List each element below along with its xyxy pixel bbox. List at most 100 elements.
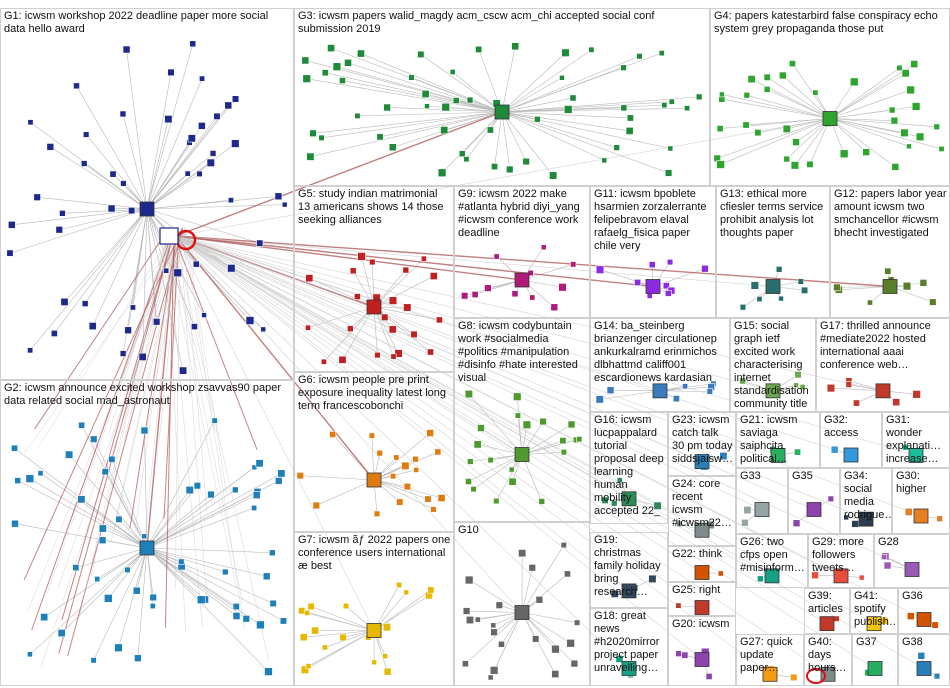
node-g3-0: [563, 105, 573, 114]
group-cell-g32: G32: access: [820, 412, 882, 468]
node-g2-47: [232, 612, 241, 620]
node-g4-18: [839, 149, 849, 159]
cross-edge-g1-g7: [175, 235, 375, 631]
edge-g5-22: [373, 306, 394, 357]
group-cell-g29: G29: more followers tweets…: [808, 534, 874, 588]
node-g2-42: [256, 620, 265, 630]
bundle-edge-g1-g2-26: [57, 229, 186, 589]
cross-edge-g1-g36: [175, 235, 925, 620]
edge-g4-17: [767, 77, 831, 119]
group-cell-g24: G24: core recent icwsm #icwsm22…: [668, 476, 736, 546]
group-label-g20: G20: icwsm: [672, 618, 730, 630]
edge-g12-2: [836, 286, 891, 288]
group-cell-g18: G18: great news #h2020mirror project pap…: [590, 608, 668, 686]
node-g6-7: [437, 494, 446, 502]
node-g6-5: [390, 473, 397, 480]
edge-g2-3: [93, 439, 148, 549]
node-g28-2: [883, 561, 892, 570]
bundle-edge-g1-g2-4: [23, 228, 183, 581]
node-g14-5: [706, 388, 713, 395]
edge-g3-20: [501, 55, 640, 113]
group-cell-g7: G7: icwsm ãƒ 2022 papers one conference …: [294, 532, 454, 686]
node-g2-14: [11, 444, 18, 452]
group-label-g16: G16: icwsm lucpappalard tutorial proposa…: [594, 414, 667, 517]
edge-g2-8: [146, 494, 212, 549]
node-g1-37: [7, 220, 16, 229]
hub-node-g6: [366, 472, 382, 488]
node-g5-18: [349, 267, 357, 275]
node-g3-14: [357, 49, 365, 58]
hub-node-g35: [806, 502, 822, 517]
group-label-g8: G8: icwsm codybuntain work #socialmedia …: [458, 320, 581, 384]
group-label-g37: G37: [856, 636, 877, 648]
node-g3-40: [440, 126, 449, 135]
node-g2-50: [98, 536, 107, 545]
node-g1-20: [124, 326, 132, 335]
group-cell-g17: G17: thrilled announce #mediate2022 host…: [816, 318, 950, 412]
bundle-edge-g1-g2-34: [79, 240, 167, 616]
edge-g3-47: [357, 111, 503, 117]
edge-g1-25: [146, 173, 200, 210]
group-label-g5: G5: study indian matrimonial 13 american…: [298, 188, 447, 226]
group-label-g30: G30: higher: [896, 470, 927, 495]
bundle-edge-g1-g2-11: [140, 229, 176, 578]
node-g30-0: [904, 508, 913, 516]
group-cell-g22: G22: think: [668, 546, 736, 582]
node-g2-20: [90, 657, 97, 664]
edge-g10-12: [521, 612, 571, 644]
group-cell-g19: G19: christmas family holiday bring rese…: [590, 532, 668, 608]
node-g3-8: [613, 144, 620, 151]
node-g5-20: [305, 324, 311, 331]
group-cell-g6: G6: icwsm people pre print exposure ineq…: [294, 372, 454, 532]
group-cell-g21: G21: icwsm saviaga saiphcita political…: [736, 412, 820, 468]
edge-g3-35: [501, 67, 624, 113]
edge-g3-6: [501, 101, 672, 113]
node-g20-1: [681, 651, 689, 659]
edge-g6-14: [300, 475, 375, 481]
node-g4-29: [716, 160, 725, 169]
node-g15-0: [739, 377, 747, 385]
edge-g4-11: [829, 118, 896, 168]
group-cell-g35: G35: [788, 468, 840, 534]
bundle-edge-g1-g2-32: [61, 245, 171, 620]
node-g7-14: [427, 586, 435, 594]
node-g7-7: [300, 665, 310, 674]
node-g13-7: [778, 295, 784, 302]
edge-g3-25: [380, 111, 503, 138]
node-g3-23: [569, 94, 577, 102]
hub-node-g18: [621, 661, 637, 676]
node-g3-22: [318, 134, 325, 141]
edge-g3-51: [501, 107, 688, 113]
node-g10-12: [566, 639, 575, 648]
cross-edge-g1-g26: [175, 235, 773, 577]
node-g15-3: [799, 384, 806, 390]
edge-g3-13: [501, 77, 563, 113]
node-g1-23: [199, 75, 206, 82]
node-g3-10: [588, 46, 595, 53]
hub-node-g30: [913, 508, 929, 524]
cross-edge-g1-g4: [175, 118, 831, 237]
node-g8-16: [513, 392, 522, 401]
node-g3-46: [441, 102, 450, 112]
node-g10-8: [535, 596, 544, 604]
node-g4-11: [891, 163, 900, 171]
cross-edge-g1-g11: [175, 235, 654, 288]
node-g3-49: [620, 104, 628, 112]
node-g6-12: [396, 498, 404, 506]
group-label-g33: G33: [740, 470, 761, 482]
edge-g2-29: [146, 547, 274, 604]
node-g10-5: [564, 570, 571, 578]
node-layer: [6, 40, 945, 684]
node-g38-1: [933, 672, 941, 680]
edge-g5-0: [342, 306, 375, 360]
cross-edge-g1-g30: [175, 235, 922, 517]
node-g1-10: [33, 193, 41, 201]
node-g1-14: [120, 180, 127, 187]
node-g4-6: [933, 123, 940, 131]
node-g3-15: [534, 116, 541, 123]
edge-g7-19: [307, 612, 375, 631]
node-g4-19: [900, 128, 909, 138]
edge-g3-54: [501, 111, 669, 174]
node-g6-17: [312, 501, 321, 510]
node-g1-45: [227, 264, 236, 273]
